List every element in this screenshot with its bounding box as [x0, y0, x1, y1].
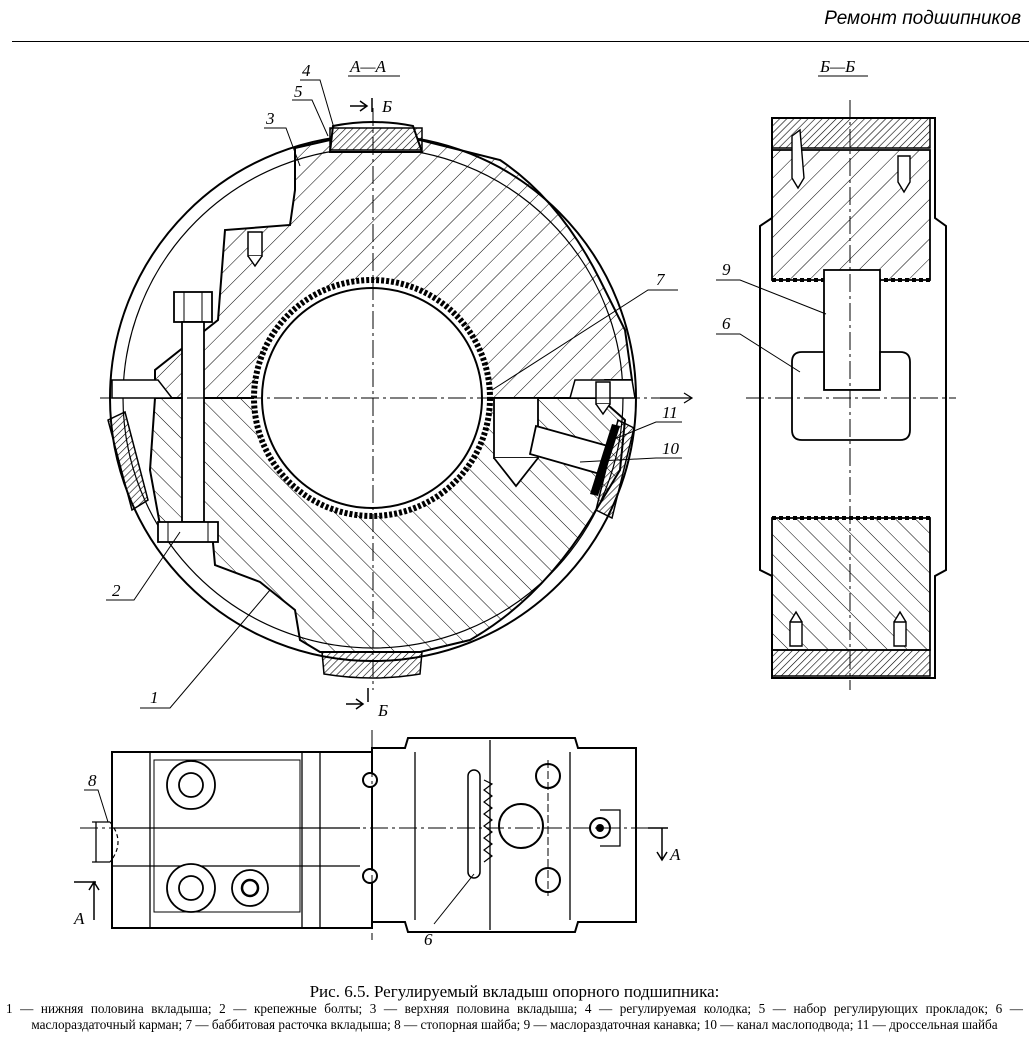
- label-7: 7: [656, 270, 666, 289]
- bearing-drawing: Б Б А—А 4 5 3 7 11 10 2 1 Б—Б: [73, 57, 956, 949]
- right-pad: [595, 418, 635, 520]
- bb-oil-groove: [823, 269, 881, 391]
- top-shims: [329, 127, 423, 151]
- bottom-pad: [321, 651, 423, 679]
- cut-b-bottom-label: Б: [377, 701, 388, 720]
- dowel-left: [247, 231, 263, 268]
- label-6-plan: 6: [424, 930, 433, 949]
- label-6-section: 6: [722, 314, 731, 333]
- left-pad: [107, 410, 149, 512]
- fastening-bolt: [157, 291, 219, 543]
- label-2: 2: [112, 581, 121, 600]
- plan-view: 8 А А 6: [73, 730, 681, 949]
- cut-a-left-label: А: [73, 909, 85, 928]
- label-4: 4: [302, 61, 311, 80]
- section-bb-view: Б—Б 9 6: [716, 57, 956, 690]
- cut-a-left: [74, 880, 100, 920]
- figure-caption: Рис. 6.5. Регулируемый вкладыш опорного …: [0, 982, 1029, 1049]
- cut-a-right-label: А: [669, 845, 681, 864]
- label-3: 3: [265, 109, 275, 128]
- cut-b-bottom: [346, 688, 369, 710]
- cut-b-top-label: Б: [381, 97, 392, 116]
- label-10: 10: [662, 439, 680, 458]
- cut-a-right: [648, 827, 668, 862]
- header-rule: [12, 41, 1029, 42]
- label-11: 11: [662, 403, 678, 422]
- page-header: Ремонт подшипников: [12, 0, 1029, 44]
- cut-b-top: [350, 98, 373, 112]
- section-aa-view: Б Б А—А 4 5 3 7 11 10 2 1: [100, 57, 694, 720]
- caption-title: Рис. 6.5. Регулируемый вкладыш опорного …: [309, 982, 720, 1001]
- caption-legend: 1 — нижняя половина вкладыша; 2 — крепеж…: [6, 1001, 1023, 1032]
- section-aa-title: А—А: [349, 57, 387, 76]
- label-9: 9: [722, 260, 731, 279]
- label-5: 5: [294, 82, 303, 101]
- label-8: 8: [88, 771, 97, 790]
- running-head: Ремонт подшипников: [824, 8, 1021, 29]
- label-1: 1: [150, 688, 159, 707]
- bb-bottom-shim: [771, 649, 931, 677]
- oil-feed: [493, 397, 620, 496]
- section-bb-title: Б—Б: [819, 57, 855, 76]
- bb-oil-pocket: [791, 351, 911, 441]
